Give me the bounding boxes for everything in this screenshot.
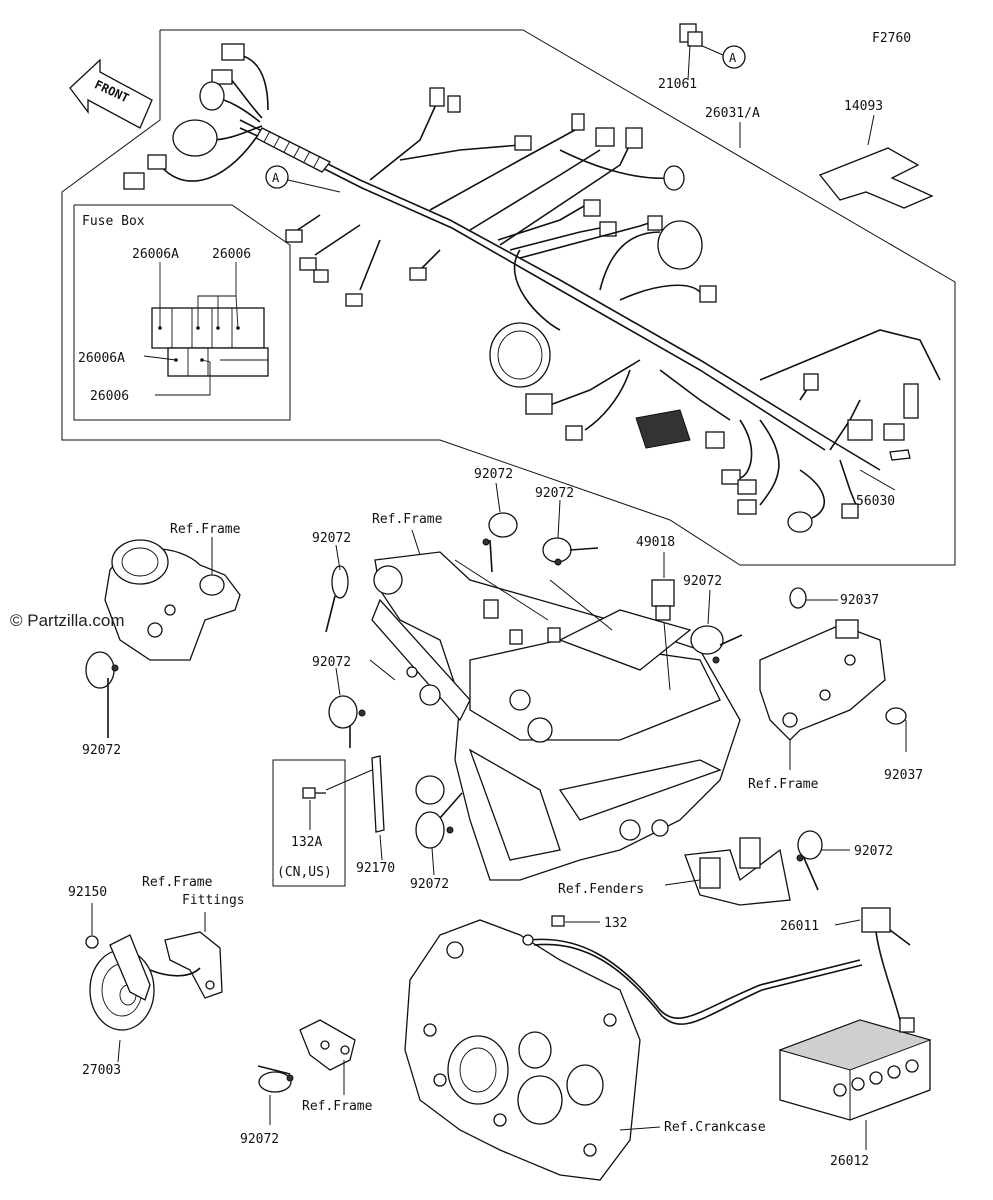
label-21061: 21061 xyxy=(658,77,697,92)
label-ref-frame-bottom: Ref.Frame xyxy=(302,1099,373,1114)
label-92072-right: 92072 xyxy=(683,574,722,589)
battery-26012 xyxy=(778,1017,932,1150)
figure-code: F2760 xyxy=(872,31,911,46)
fender-clips xyxy=(664,830,850,906)
reference-marker-a: A A xyxy=(265,23,746,193)
harness-group-outline xyxy=(61,29,956,566)
label-132: 132 xyxy=(604,916,627,931)
relay-49018 xyxy=(651,552,675,691)
label-92072-left-mid: 92072 xyxy=(312,655,351,670)
battery-cable-26011 xyxy=(834,907,911,1021)
bolt-132A-inset xyxy=(272,759,373,887)
label-92072-mid: 92072 xyxy=(410,877,449,892)
crankcase xyxy=(404,919,661,1181)
label-92072-left-upper: 92072 xyxy=(312,531,351,546)
ground-cable xyxy=(522,915,863,1025)
label-132A: 132A xyxy=(291,835,322,850)
label-cn-us: (CN,US) xyxy=(277,865,332,880)
main-frame xyxy=(369,529,741,881)
label-ref-frame-right: Ref.Frame xyxy=(748,777,819,792)
label-14093: 14093 xyxy=(844,99,883,114)
right-bracket xyxy=(759,587,907,770)
horn-27003 xyxy=(85,903,223,1063)
label-26031-A: 26031/A xyxy=(705,106,760,121)
label-ref-frame-left: Ref.Frame xyxy=(170,522,241,537)
bottom-left-bracket xyxy=(257,1019,356,1125)
label-ref-crankcase: Ref.Crankcase xyxy=(664,1120,766,1135)
cable-tie-left xyxy=(85,651,119,738)
fuse-label-26006A-left: 26006A xyxy=(78,351,125,366)
steering-lock-assembly xyxy=(104,537,241,661)
label-26011: 26011 xyxy=(780,919,819,934)
reference-marker-a-letter-2: A xyxy=(729,51,737,65)
label-27003: 27003 xyxy=(82,1063,121,1078)
fuse-box-title: Fuse Box xyxy=(82,214,145,229)
label-92072-bottom: 92072 xyxy=(240,1132,279,1147)
fuse-label-26006-bottom: 26006 xyxy=(90,389,129,404)
fuse-label-26006A-top: 26006A xyxy=(132,247,179,262)
label-92072-frame-left: 92072 xyxy=(82,743,121,758)
reference-marker-a-letter: A xyxy=(272,171,280,185)
watermark: © Partzilla.com xyxy=(10,611,125,630)
label-ref-frame-top: Ref.Frame xyxy=(372,512,443,527)
label-92072-top-2: 92072 xyxy=(535,486,574,501)
label-26012: 26012 xyxy=(830,1154,869,1169)
label-92072-top-1: 92072 xyxy=(474,467,513,482)
label-92072-fenders: 92072 xyxy=(854,844,893,859)
fuse-box-inset: Fuse Box 26006A 26006 26006A 26006 xyxy=(73,204,291,421)
strap-92170 xyxy=(371,755,385,861)
fuse-label-26006-top: 26006 xyxy=(212,247,251,262)
label-92170: 92170 xyxy=(356,861,395,876)
front-arrow: FRONT xyxy=(69,58,153,129)
main-wiring-harness xyxy=(123,43,941,533)
label-49018: 49018 xyxy=(636,535,675,550)
label-ref-frame-fittings-1: Ref.Frame xyxy=(142,875,213,890)
label-92037-bottom: 92037 xyxy=(884,768,923,783)
label-ref-fenders: Ref.Fenders xyxy=(558,882,644,897)
part-14093-plate xyxy=(818,114,934,209)
label-92037-top: 92037 xyxy=(840,593,879,608)
cable-ties-frame xyxy=(325,482,743,876)
label-ref-frame-fittings-2: Fittings xyxy=(182,893,245,908)
label-92150: 92150 xyxy=(68,885,107,900)
label-56030: 56030 xyxy=(856,494,895,509)
